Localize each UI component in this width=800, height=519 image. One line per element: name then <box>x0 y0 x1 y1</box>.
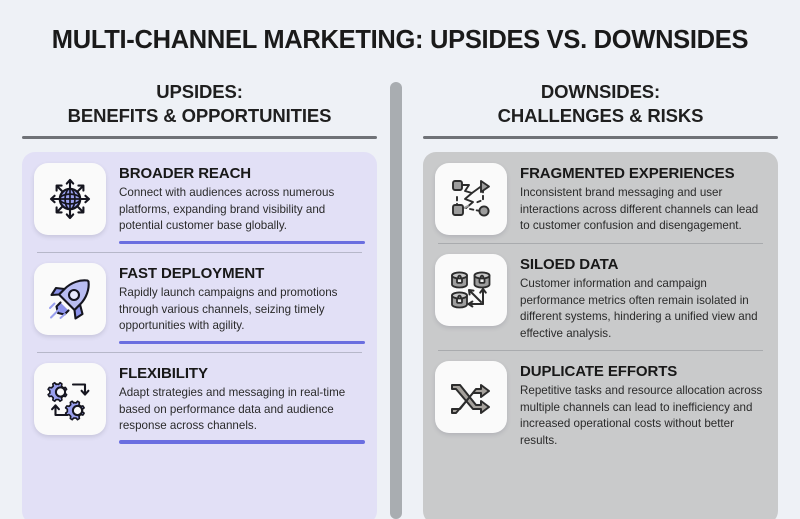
upside-item-broader-reach[interactable]: BROADER REACH Connect with audiences acr… <box>34 163 365 254</box>
downside-item-title: FRAGMENTED EXPERIENCES <box>520 165 735 183</box>
upside-item-body: FAST DEPLOYMENT Rapidly launch campaigns… <box>119 263 365 345</box>
downside-item-title: DUPLICATE EFFORTS <box>520 363 678 381</box>
downside-item-body: SILOED DATA Customer information and cam… <box>520 254 766 342</box>
upside-item-description: Connect with audiences across numerous p… <box>119 186 335 233</box>
locked-databases-icon <box>435 254 507 327</box>
downside-item-duplicate-efforts[interactable]: DUPLICATE EFFORTS Repetitive tasks and r… <box>435 351 766 458</box>
upside-item-title: FLEXIBILITY <box>119 365 208 383</box>
upside-item-body: BROADER REACH Connect with audiences acr… <box>119 163 365 245</box>
downside-item-description: Customer information and campaign perfor… <box>520 277 758 340</box>
upsides-heading: UPSIDES: BENEFITS & OPPORTUNITIES <box>22 80 377 127</box>
downsides-heading: DOWNSIDES: CHALLENGES & RISKS <box>423 80 778 127</box>
upside-accent-bar <box>119 240 365 245</box>
upside-item-body: FLEXIBILITY Adapt strategies and messagi… <box>119 363 365 444</box>
upside-item-title: FAST DEPLOYMENT <box>119 265 265 283</box>
upside-item-title: BROADER REACH <box>119 165 252 183</box>
downside-item-body: DUPLICATE EFFORTS Repetitive tasks and r… <box>520 361 766 449</box>
downside-item-title: SILOED DATA <box>520 256 619 274</box>
upsides-column: UPSIDES: BENEFITS & OPPORTUNITIES <box>22 80 377 519</box>
upside-accent-bar <box>119 340 365 345</box>
upsides-heading-rule <box>22 136 377 140</box>
downside-item-description: Repetitive tasks and resource allocation… <box>520 384 763 447</box>
shuffle-arrows-icon <box>435 361 507 434</box>
downsides-heading-line1: DOWNSIDES: <box>540 81 661 102</box>
downsides-heading-rule <box>423 136 778 140</box>
downside-item-body: FRAGMENTED EXPERIENCES Inconsistent bran… <box>520 163 766 234</box>
downside-item-fragmented-experiences[interactable]: FRAGMENTED EXPERIENCES Inconsistent bran… <box>435 163 766 245</box>
rocket-icon <box>34 263 106 336</box>
center-divider <box>390 82 402 519</box>
page-title: MULTI-CHANNEL MARKETING: UPSIDES VS. DOW… <box>51 26 749 54</box>
upside-item-description: Adapt strategies and messaging in real-t… <box>119 386 346 432</box>
upside-item-description: Rapidly launch campaigns and promotions … <box>119 286 338 333</box>
downsides-panel: FRAGMENTED EXPERIENCES Inconsistent bran… <box>423 152 778 519</box>
downsides-heading-line2: CHALLENGES & RISKS <box>497 104 704 126</box>
upsides-heading-line2: BENEFITS & OPPORTUNITIES <box>67 104 332 126</box>
fragmented-network-icon <box>435 163 507 236</box>
globe-arrows-icon <box>34 163 106 236</box>
downsides-column: DOWNSIDES: CHALLENGES & RISKS <box>423 80 778 519</box>
upside-accent-bar <box>119 440 365 444</box>
upsides-panel: BROADER REACH Connect with audiences acr… <box>22 152 377 519</box>
upsides-heading-line1: UPSIDES: <box>156 81 243 102</box>
upside-item-fast-deployment[interactable]: FAST DEPLOYMENT Rapidly launch campaigns… <box>34 253 365 353</box>
downside-item-description: Inconsistent brand messaging and user in… <box>520 186 759 233</box>
gears-cycle-icon <box>34 363 106 436</box>
upside-item-flexibility[interactable]: FLEXIBILITY Adapt strategies and messagi… <box>34 353 365 453</box>
downside-item-siloed-data[interactable]: SILOED DATA Customer information and cam… <box>435 244 766 351</box>
